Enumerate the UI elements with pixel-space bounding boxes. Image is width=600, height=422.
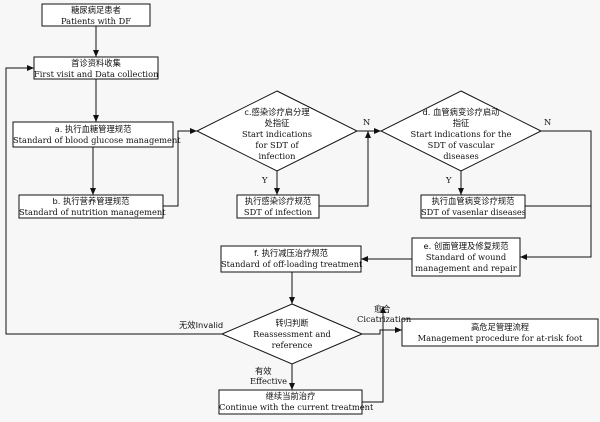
atrisk-en: Management procedure for at-risk foot bbox=[417, 333, 583, 343]
vascular-decision-text: d. 血管病变诊疗启动 指征 Start indications for the… bbox=[396, 107, 526, 162]
wound-en1: Standard of wound bbox=[425, 252, 507, 262]
patients-text: 糖尿病足患者 Patients with DF bbox=[42, 5, 150, 27]
nutrition-en: Standard of nutrition management bbox=[19, 207, 166, 217]
infection-decision-zh1: c.感染诊疗启分理 bbox=[244, 107, 310, 117]
vascular-decision-en3: diseases bbox=[443, 151, 479, 161]
label-cicatrization-zh: 愈合 bbox=[374, 304, 391, 314]
reassessment-en1: Reassessment and bbox=[253, 329, 331, 339]
vascular-decision-zh1: d. 血管病变诊疗启动 bbox=[422, 107, 500, 117]
glucose-text: a. 执行血糖管理规范 Standard of blood glucose ma… bbox=[13, 124, 181, 146]
vascular-sdt-en: SDT of vasenlar diseases bbox=[421, 207, 527, 217]
infection-decision-zh2: 处指征 bbox=[264, 118, 290, 128]
infection-sdt-en: SDT of infection bbox=[243, 207, 313, 217]
continue-text: 继续当前治疗 Continue with the current treatme… bbox=[219, 391, 374, 413]
label-effective-zh: 有效 bbox=[255, 366, 272, 376]
vascular-sdt-zh: 执行血管病变诊疗规范 bbox=[431, 196, 515, 206]
arrow-invalid-loop bbox=[5, 65, 222, 335]
arrow-nutrition-to-infection-decision bbox=[163, 128, 197, 207]
continue-en: Continue with the current treatment bbox=[219, 402, 374, 412]
label-yes-infection: Y bbox=[262, 175, 268, 185]
offloading-zh: f. 执行减压治疗规范 bbox=[254, 248, 328, 258]
patients-zh: 糖尿病足患者 bbox=[71, 5, 121, 15]
atrisk-zh: 高危足管理流程 bbox=[470, 322, 530, 332]
reassessment-text: 转归判断 Reassessment and reference bbox=[242, 318, 342, 351]
reassessment-zh: 转归判断 bbox=[275, 318, 309, 328]
label-no-infection: N bbox=[363, 117, 371, 127]
arrow-vascular-no bbox=[541, 130, 592, 206]
wound-text: e. 创面管理及修复规范 Standard of wound managemen… bbox=[412, 241, 520, 274]
label-effective-en: Effective bbox=[250, 376, 288, 386]
vascular-decision-en2: SDT of vascular bbox=[427, 140, 495, 150]
arrow-infection-sdt-to-join bbox=[319, 131, 371, 207]
nutrition-text: b. 执行营养管理规范 Standard of nutrition manage… bbox=[19, 196, 166, 218]
infection-sdt-text: 执行感染诊疗规范 SDT of infection bbox=[237, 196, 319, 218]
reassessment-en2: reference bbox=[271, 340, 313, 350]
vascular-sdt-text: 执行血管病变诊疗规范 SDT of vasenlar diseases bbox=[421, 196, 527, 218]
infection-decision-en2: for SDT of bbox=[255, 140, 299, 150]
first-visit-zh: 首诊资料收集 bbox=[71, 58, 121, 68]
infection-decision-en1: Start indications bbox=[241, 129, 313, 139]
vascular-decision-zh2: 指征 bbox=[452, 118, 470, 128]
arrow-continue-loop bbox=[362, 306, 386, 403]
first-visit-text: 首诊资料收集 First visit and Data collection bbox=[34, 58, 158, 80]
glucose-zh: a. 执行血糖管理规范 bbox=[54, 124, 132, 134]
label-no-vascular: N bbox=[544, 117, 552, 127]
offloading-en: Standard of off-loading treatment bbox=[221, 259, 363, 269]
continue-box bbox=[218, 389, 363, 415]
first-visit-en: First visit and Data collection bbox=[34, 69, 159, 79]
label-invalid: 无效Invalid bbox=[179, 320, 224, 330]
infection-decision-text: c.感染诊疗启分理 处指征 Start indications for SDT … bbox=[217, 107, 337, 162]
label-yes-vascular: Y bbox=[446, 175, 452, 185]
label-cicatrization-en: Cicatrization bbox=[357, 314, 412, 324]
patients-en: Patients with DF bbox=[60, 16, 132, 26]
atrisk-text: 高危足管理流程 Management procedure for at-risk… bbox=[402, 322, 598, 344]
nutrition-zh: b. 执行营养管理规范 bbox=[52, 196, 130, 206]
offloading-box bbox=[220, 245, 362, 273]
wound-en2: management and repair bbox=[415, 263, 517, 273]
vascular-decision-en1: Start indications for the bbox=[410, 129, 512, 139]
wound-zh: e. 创面管理及修复规范 bbox=[423, 241, 509, 251]
atrisk-box bbox=[401, 318, 599, 347]
glucose-en: Standard of blood glucose management bbox=[13, 135, 181, 145]
arrow-vascular-sdt-to-wound bbox=[520, 205, 592, 260]
infection-decision-en3: infection bbox=[258, 151, 296, 161]
offloading-text: f. 执行减压治疗规范 Standard of off-loading trea… bbox=[221, 248, 363, 270]
continue-zh: 继续当前治疗 bbox=[265, 391, 316, 401]
infection-sdt-zh: 执行感染诊疗规范 bbox=[244, 196, 312, 206]
arrow-cicatrization bbox=[362, 327, 402, 335]
